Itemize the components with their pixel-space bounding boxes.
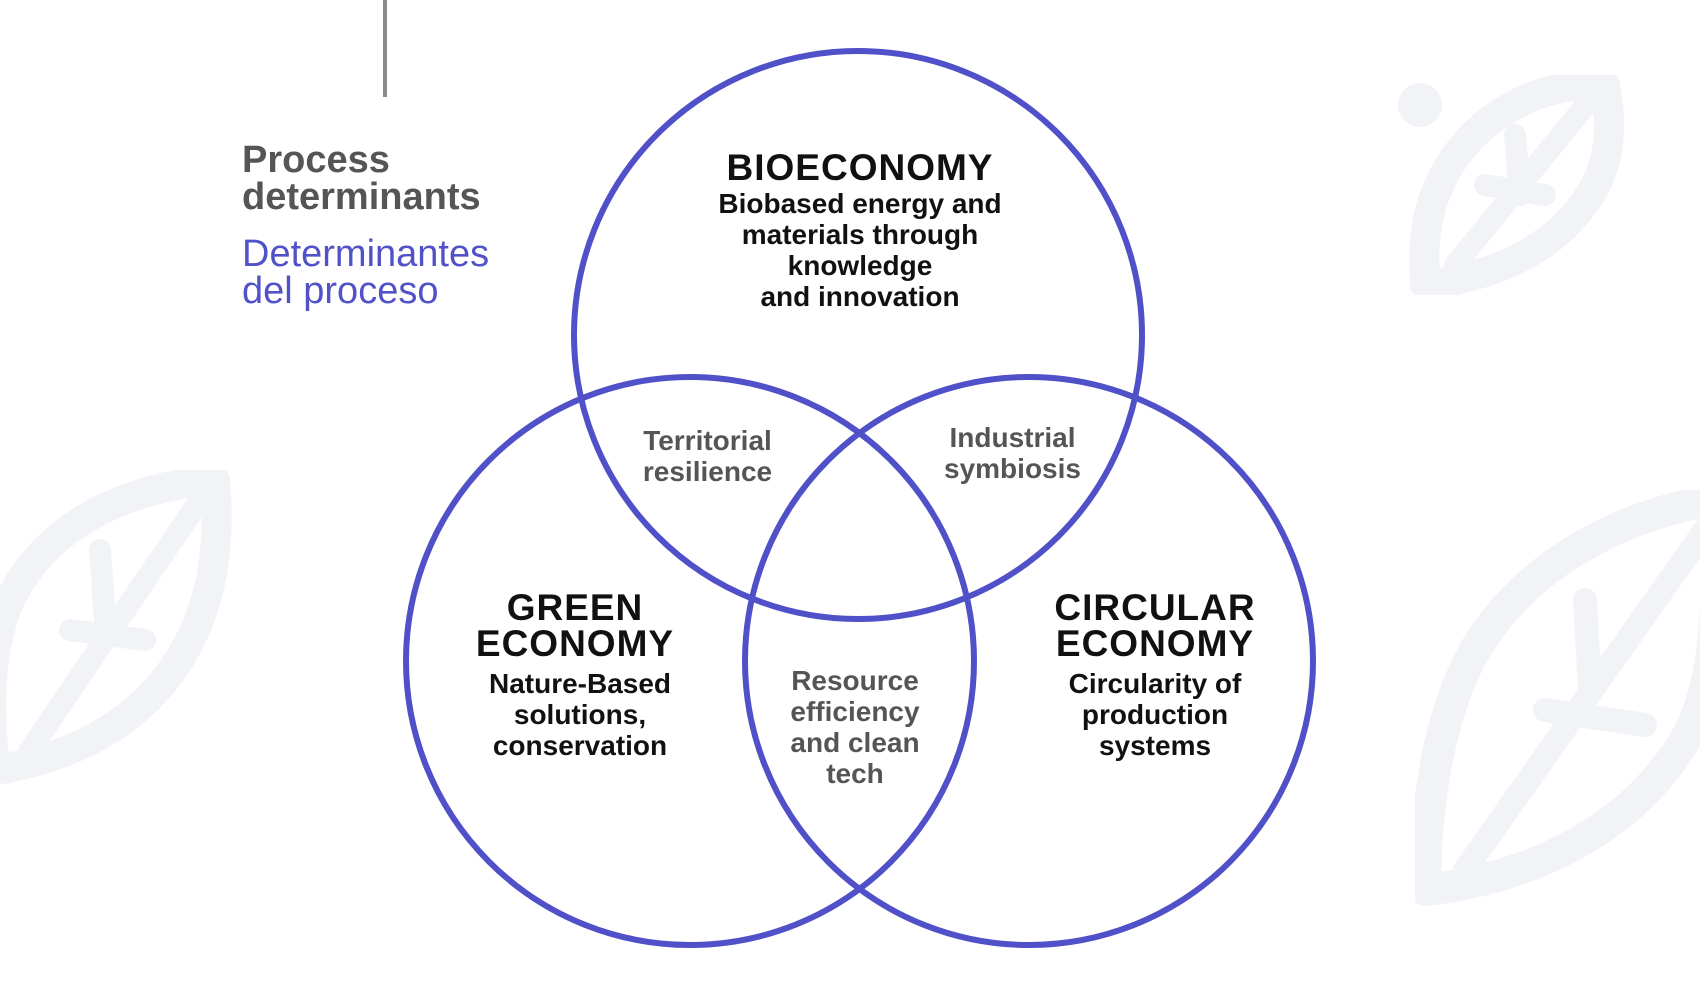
overlap-territorial-resilience: Territorial resilience bbox=[642, 425, 773, 487]
divider-line bbox=[383, 0, 387, 97]
bioeconomy-description: Biobased energy and materials through kn… bbox=[718, 188, 1002, 312]
circular-economy-title: CIRCULAR ECONOMY bbox=[1054, 587, 1256, 664]
overlap-resource-efficiency: Resource efficiency and clean tech bbox=[790, 665, 920, 789]
circular-economy-description: Circularity of production systems bbox=[1068, 668, 1242, 761]
heading-spanish: Determinantes del proceso bbox=[242, 233, 490, 312]
leaf-icon bbox=[1398, 75, 1625, 295]
bioeconomy-title: BIOECONOMY bbox=[726, 147, 994, 188]
green-economy-description: Nature-Based solutions, conservation bbox=[488, 668, 672, 761]
heading-english: Process determinants bbox=[242, 139, 481, 218]
overlap-industrial-symbiosis: Industrial symbiosis bbox=[944, 422, 1081, 484]
circle-bioeconomy bbox=[571, 48, 1145, 622]
leaf-icon bbox=[1415, 490, 1700, 906]
circle-circular-economy bbox=[742, 374, 1316, 948]
circle-green-economy bbox=[403, 374, 977, 948]
leaf-icon bbox=[0, 470, 232, 785]
green-economy-title: GREEN ECONOMY bbox=[475, 587, 675, 664]
